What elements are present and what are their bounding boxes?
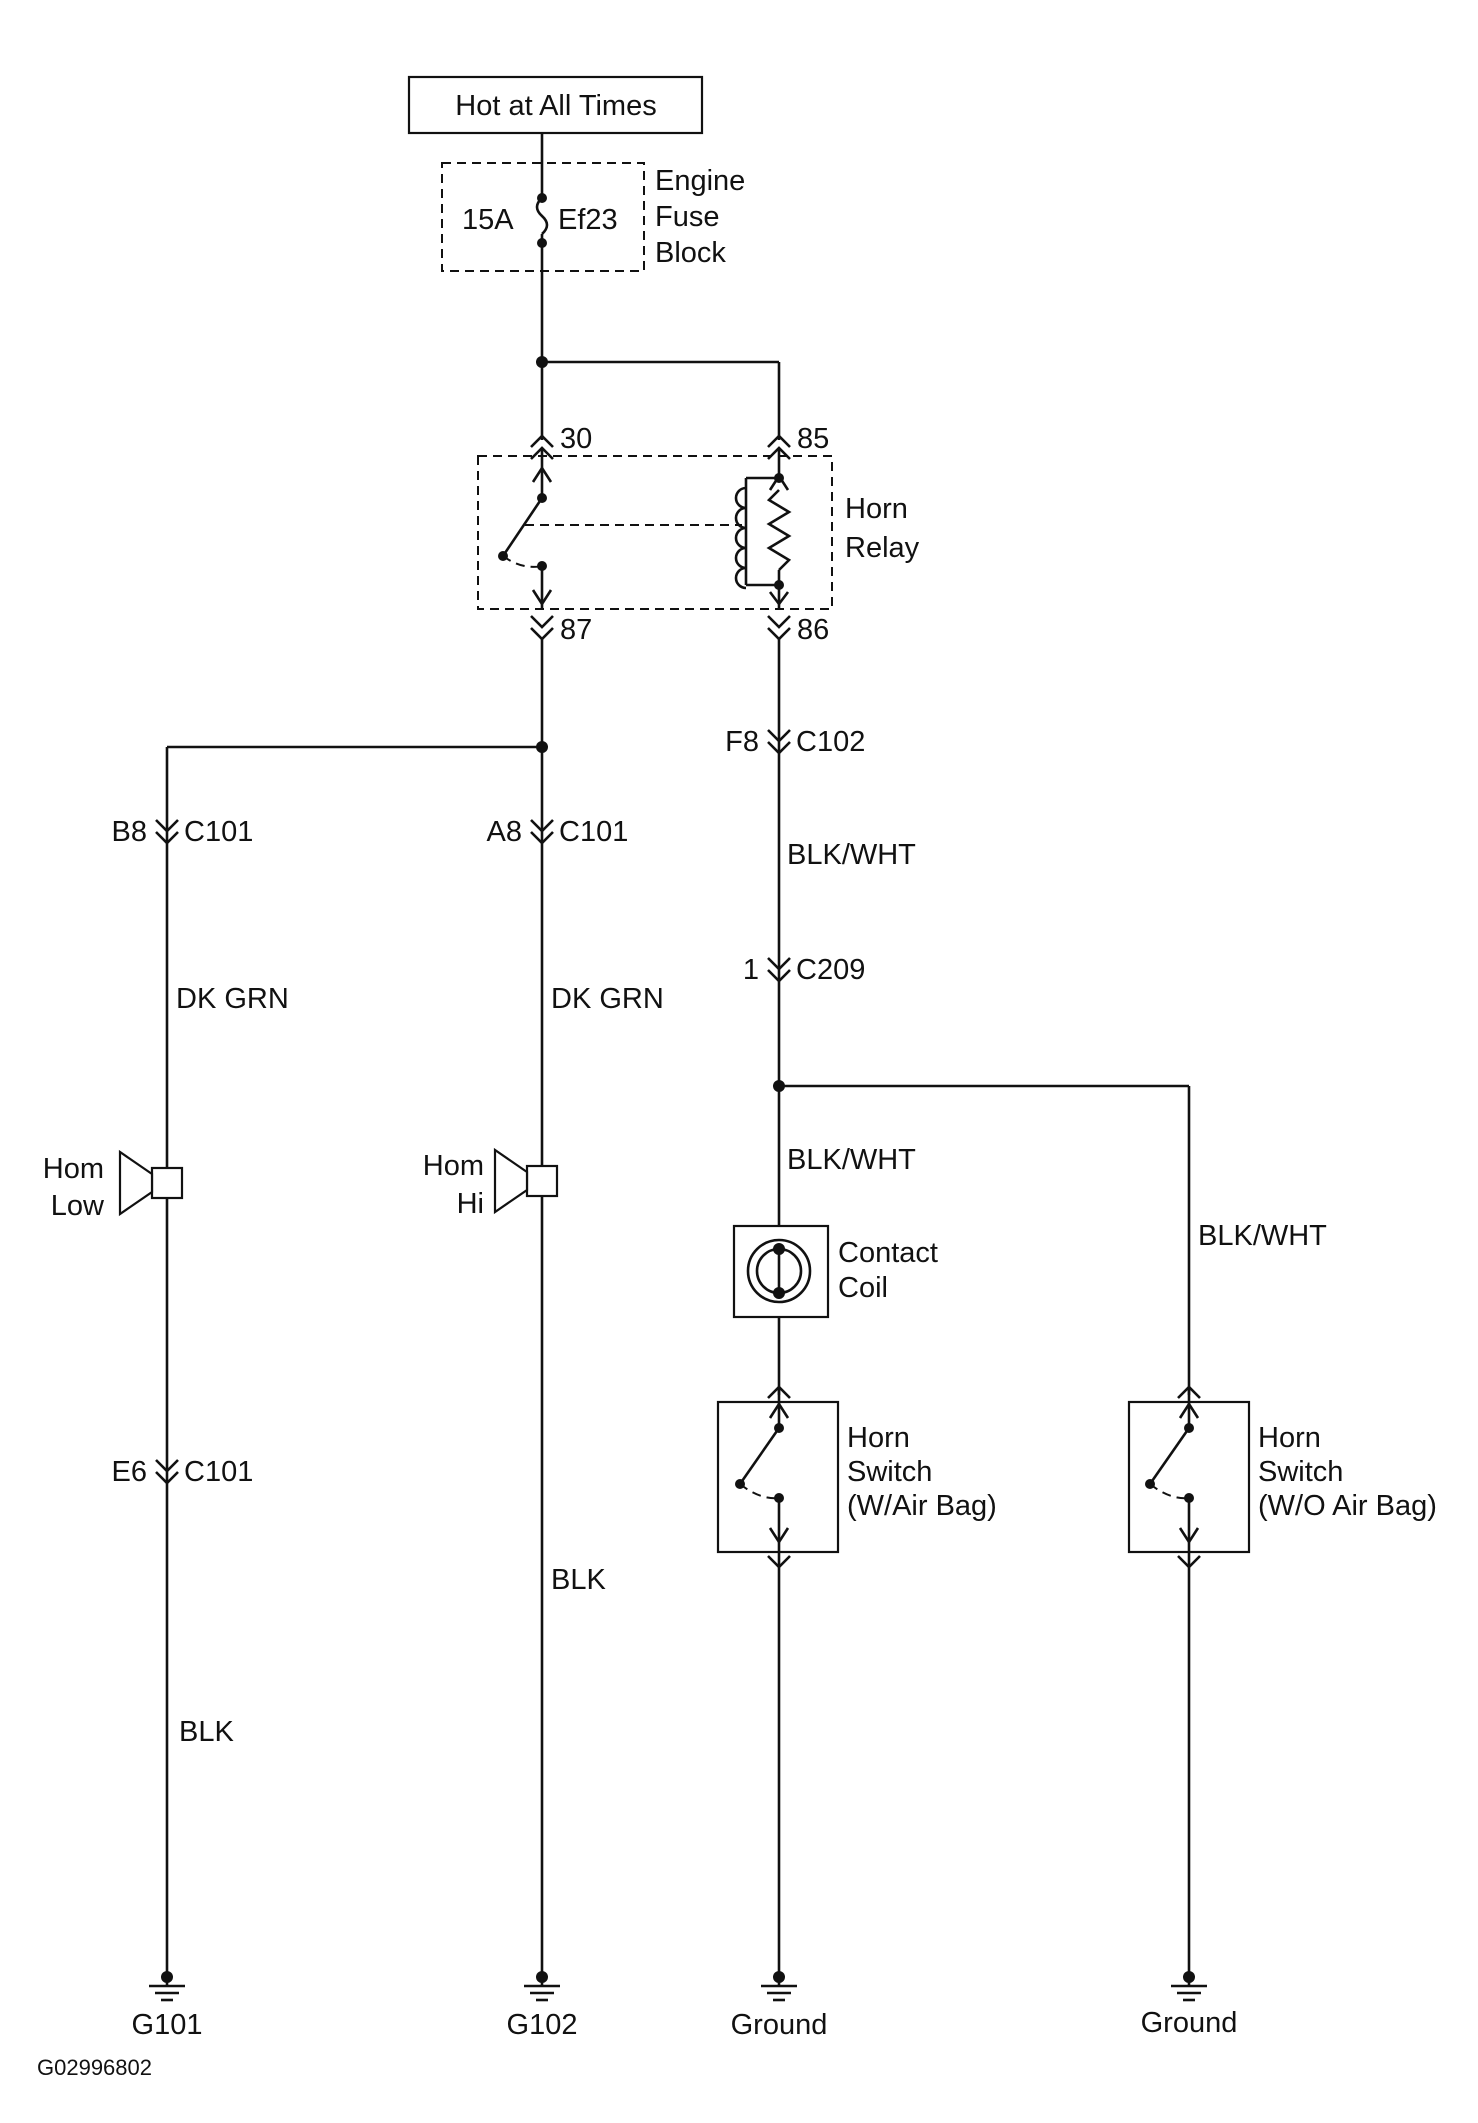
fuse-block-label-3: Block	[655, 237, 726, 269]
horn-hi-icon	[493, 1147, 529, 1215]
connector-symbol	[767, 969, 791, 983]
horn-relay-outline	[477, 455, 833, 610]
fuse-id: Ef23	[558, 204, 618, 236]
contact-coil-label-1: Contact	[838, 1237, 938, 1269]
ground-switch-no-airbag-icon	[1171, 1971, 1207, 2002]
wire-color-horn-hi: DK GRN	[551, 983, 664, 1015]
contact-coil-label-2: Coil	[838, 1272, 888, 1304]
connector-symbol	[767, 729, 791, 743]
horn-relay-label-1: Horn	[845, 493, 908, 525]
figure-id: G02996802	[37, 2055, 152, 2080]
relay-pin-30: 30	[560, 423, 592, 455]
contact-coil-outer-ring	[746, 1238, 812, 1304]
ground-switch-airbag-label: Ground	[731, 2009, 828, 2041]
horn-switch-no-airbag-label-1: Horn	[1258, 1422, 1321, 1454]
ground-g102-icon	[524, 1971, 560, 2002]
horn-switch-airbag-label-3: (W/Air Bag)	[847, 1490, 997, 1522]
connector-symbol	[1177, 1385, 1201, 1399]
horn-switch-airbag-label-1: Horn	[847, 1422, 910, 1454]
horn-hi-label-2: Hi	[457, 1188, 484, 1220]
connector-symbol	[767, 627, 791, 641]
relay-pin-87: 87	[560, 614, 592, 646]
connector-e6-name: C101	[184, 1456, 253, 1488]
power-source-label: Hot at All Times	[455, 90, 656, 122]
power-source-box	[407, 75, 704, 135]
horn-relay-label-2: Relay	[845, 532, 920, 564]
wire-color-blk-wht-1: BLK/WHT	[787, 839, 916, 871]
connector-f8-pin: F8	[725, 726, 759, 758]
fuse-block-label-2: Fuse	[655, 201, 719, 233]
connector-symbol	[767, 615, 791, 629]
relay-resistor-icon	[766, 489, 792, 571]
connector-symbol	[530, 627, 554, 641]
ground-g101-label: G101	[132, 2009, 203, 2041]
fuse-icon	[535, 197, 549, 235]
connector-symbol	[767, 957, 791, 971]
connector-symbol	[155, 819, 179, 833]
connector-symbol	[155, 1459, 179, 1473]
horn-switch-no-airbag-label-2: Switch	[1258, 1456, 1343, 1488]
ground-g102-label: G102	[507, 2009, 578, 2041]
connector-symbol	[767, 434, 791, 448]
connector-f8-name: C102	[796, 726, 865, 758]
connector-c209-pin: 1	[743, 954, 759, 986]
horn-switch-airbag-arm	[738, 1427, 781, 1485]
horn-switch-no-airbag-label-3: (W/O Air Bag)	[1258, 1490, 1437, 1522]
wire-color-g102: BLK	[551, 1564, 606, 1596]
connector-e6-pin: E6	[112, 1456, 147, 1488]
connector-b8-pin: B8	[112, 816, 147, 848]
connector-a8-pin: A8	[487, 816, 522, 848]
connector-symbol	[530, 831, 554, 845]
connector-b8-name: C101	[184, 816, 253, 848]
connector-symbol	[155, 831, 179, 845]
relay-pin-86: 86	[797, 614, 829, 646]
connector-symbol	[155, 1471, 179, 1485]
horn-low-label-2: Low	[51, 1190, 105, 1222]
connector-c209-name: C209	[796, 954, 865, 986]
horn-low-icon	[118, 1149, 154, 1217]
connector-symbol	[530, 819, 554, 833]
connector-symbol	[530, 434, 554, 448]
connector-a8-name: C101	[559, 816, 628, 848]
fuse-block-label-1: Engine	[655, 165, 745, 197]
horn-hi-body	[525, 1164, 559, 1198]
wire-color-blk-wht-2: BLK/WHT	[787, 1144, 916, 1176]
horn-low-body	[150, 1166, 184, 1200]
horn-switch-no-airbag-arm	[1148, 1427, 1191, 1485]
fuse-rating: 15A	[462, 204, 514, 236]
wire-color-blk-wht-3: BLK/WHT	[1198, 1220, 1327, 1252]
ground-g101-icon	[149, 1971, 185, 2002]
relay-switch-arm	[501, 497, 544, 557]
connector-symbol	[767, 1385, 791, 1399]
horn-switch-airbag-label-2: Switch	[847, 1456, 932, 1488]
connector-symbol	[767, 741, 791, 755]
relay-coil-icon	[734, 486, 747, 590]
connector-symbol	[530, 615, 554, 629]
horn-low-label-1: Hom	[43, 1153, 104, 1185]
wire-color-horn-low: DK GRN	[176, 983, 289, 1015]
ground-switch-no-airbag-label: Ground	[1141, 2007, 1238, 2039]
relay-pin-85: 85	[797, 423, 829, 455]
horn-hi-label-1: Hom	[423, 1150, 484, 1182]
ground-switch-airbag-icon	[761, 1971, 797, 2002]
wire-color-g101: BLK	[179, 1716, 234, 1748]
